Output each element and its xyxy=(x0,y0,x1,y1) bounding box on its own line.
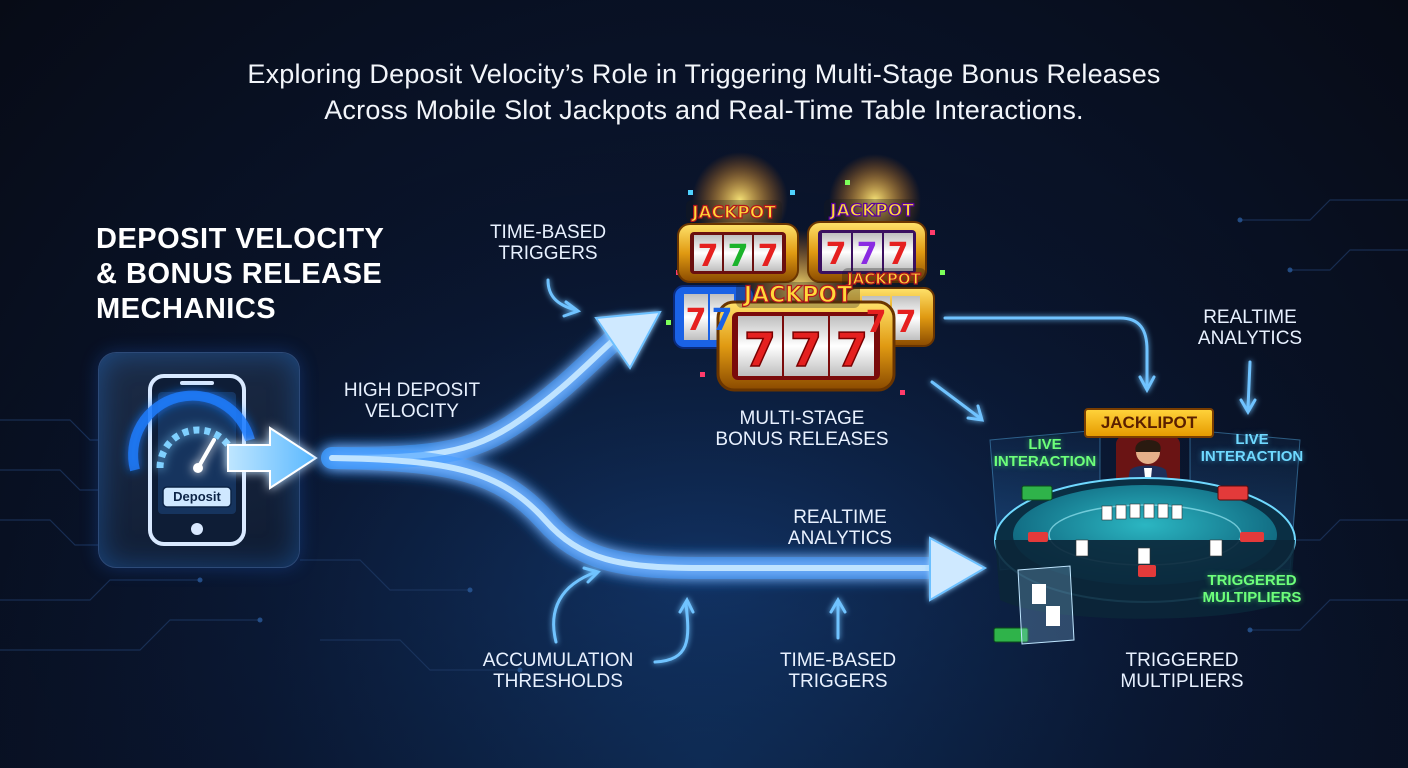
label-accumulation-thresholds: ACCUMULATION THRESHOLDS xyxy=(456,650,660,693)
label-time-based-triggers-top-line-1: TIME-BASED xyxy=(489,222,607,243)
triggered-multipliers-overlay-line-2: MULTIPLIERS xyxy=(1202,589,1302,606)
reel-seven: 7 xyxy=(744,323,776,377)
reel-seven: 7 xyxy=(712,303,733,338)
section-heading-line-1: DEPOSIT VELOCITY xyxy=(96,223,385,255)
slot-machine-icon xyxy=(677,223,799,283)
reel-seven: 7 xyxy=(888,237,909,272)
label-time-based-triggers-top: TIME-BASED TRIGGERS xyxy=(468,222,628,265)
arrow-slots-to-table xyxy=(943,316,1149,387)
jackpot-label-3: JACKPOT xyxy=(846,270,922,288)
label-multi-stage-line-2: BONUS RELEASES xyxy=(715,429,889,451)
section-heading-line-2: & BONUS RELEASE xyxy=(96,258,383,290)
page-title-line-1: Exploring Deposit Velocity’s Role in Tri… xyxy=(247,59,1161,89)
label-multi-stage-line-1: MULTI-STAGE xyxy=(739,408,865,429)
label-time-based-triggers-bottom-line-1: TIME-BASED xyxy=(779,650,897,671)
live-interaction-right: LIVE INTERACTION xyxy=(1186,431,1318,465)
label-high-deposit-velocity: HIGH DEPOSIT VELOCITY xyxy=(326,380,498,423)
label-realtime-analytics-right-line-2: ANALYTICS xyxy=(1197,328,1303,350)
jackpot-label-4: JACKPOT xyxy=(742,283,852,308)
reel-seven: 7 xyxy=(836,323,868,377)
label-realtime-analytics-mid-line-1: REALTIME xyxy=(793,507,887,528)
label-realtime-analytics-right-line-1: REALTIME xyxy=(1203,307,1297,328)
live-interaction-right-line-1: LIVE xyxy=(1235,431,1269,448)
deposit-button-shape xyxy=(162,486,232,508)
label-time-based-triggers-bottom-line-2: TRIGGERS xyxy=(788,671,888,693)
slot-machine-icon xyxy=(716,300,896,392)
reel-seven: 7 xyxy=(686,303,707,338)
label-realtime-analytics-right: REALTIME ANALYTICS xyxy=(1172,307,1328,350)
label-triggered-multipliers-line-1: TRIGGERED xyxy=(1125,650,1239,671)
reel-seven: 7 xyxy=(728,239,749,274)
reel-seven: 7 xyxy=(857,237,878,272)
label-multi-stage-bonus-releases: MULTI-STAGE BONUS RELEASES xyxy=(694,408,910,451)
reel-seven: 7 xyxy=(896,305,917,340)
arrow-accumulation-2 xyxy=(552,570,598,644)
arrow-accumulation xyxy=(653,602,690,664)
label-high-deposit-velocity-line-2: VELOCITY xyxy=(365,401,459,423)
reel-seven: 7 xyxy=(826,237,847,272)
reel-seven: 7 xyxy=(866,305,887,340)
arrow-slots-diag xyxy=(930,380,982,420)
label-time-based-triggers-bottom: TIME-BASED TRIGGERS xyxy=(756,650,920,693)
live-interaction-left: LIVE INTERACTION xyxy=(980,436,1110,470)
live-interaction-left-line-2: INTERACTION xyxy=(993,453,1097,470)
arrow-right-icon xyxy=(227,426,318,490)
reel-seven: 7 xyxy=(698,239,719,274)
triggered-multipliers-overlay-line-1: TRIGGERED xyxy=(1207,572,1297,589)
arrow-realtime-right xyxy=(1246,360,1252,410)
deposit-button: Deposit xyxy=(173,489,221,504)
label-time-based-triggers-top-line-2: TRIGGERS xyxy=(498,243,598,265)
triggered-multipliers-overlay: TRIGGERED MULTIPLIERS xyxy=(1186,572,1318,606)
page-title-line-2: Across Mobile Slot Jackpots and Real-Tim… xyxy=(324,95,1084,125)
live-interaction-left-line-1: LIVE xyxy=(1028,436,1062,453)
lower-flow-arrowhead xyxy=(929,536,988,602)
label-accumulation-line-2: THRESHOLDS xyxy=(493,671,623,693)
label-realtime-analytics-mid: REALTIME ANALYTICS xyxy=(760,507,920,550)
page-title: Exploring Deposit Velocity’s Role in Tri… xyxy=(104,56,1304,128)
label-high-deposit-velocity-line-1: HIGH DEPOSIT xyxy=(343,380,481,401)
section-heading: DEPOSIT VELOCITY & BONUS RELEASE MECHANI… xyxy=(96,222,436,327)
label-realtime-analytics-mid-line-2: ANALYTICS xyxy=(787,528,893,550)
label-triggered-multipliers: TRIGGERED MULTIPLIERS xyxy=(1096,650,1268,693)
jackpot-badge: JACKLIPOT xyxy=(1084,408,1214,438)
upper-flow-arrowhead xyxy=(594,310,662,370)
live-interaction-right-line-2: INTERACTION xyxy=(1200,448,1304,465)
section-heading-line-3: MECHANICS xyxy=(96,293,277,325)
reel-seven: 7 xyxy=(790,323,822,377)
jackpot-label-2: JACKPOT xyxy=(829,201,914,221)
label-triggered-multipliers-line-2: MULTIPLIERS xyxy=(1120,671,1244,693)
jackpot-banners xyxy=(686,199,926,308)
slot-machine-icon xyxy=(807,221,927,283)
reel-seven: 7 xyxy=(758,239,779,274)
arrow-time-based-top xyxy=(546,278,578,312)
jackpot-label-1: JACKPOT xyxy=(691,203,776,223)
label-accumulation-line-1: ACCUMULATION xyxy=(482,650,634,671)
